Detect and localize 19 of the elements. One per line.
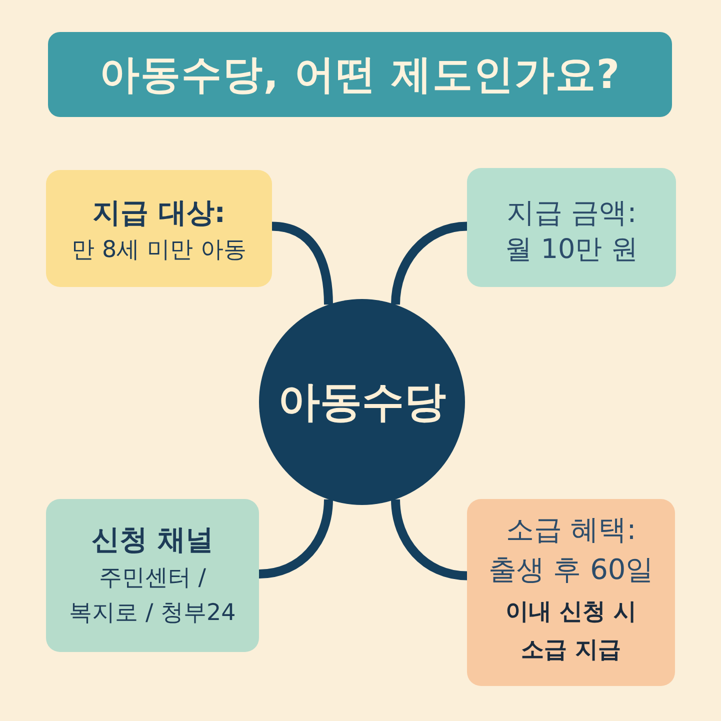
connector-line (258, 499, 333, 578)
info-text: 이내 신청 시 소급 지급 (504, 598, 638, 665)
info-text: 월 10만 원 (505, 234, 638, 266)
connector-line (391, 499, 468, 580)
info-text: 만 8세 미만 아동 (72, 236, 246, 264)
info-text: 주민센터 / 복지로 / 청부24 (68, 564, 237, 628)
info-heading: 지급 대상: (92, 196, 226, 230)
info-box (46, 170, 272, 287)
info-text: 출생 후 60일 (488, 553, 654, 587)
info-heading: 신청 채널 (92, 523, 214, 557)
connector-line (391, 222, 468, 305)
info-box (467, 168, 676, 287)
info-heading: 소급 혜택: (506, 513, 636, 547)
topic-label: 아동수당 (278, 377, 446, 427)
connector-line (272, 222, 333, 305)
title-banner: 아동수당, 어떤 제도인가요? (48, 32, 672, 117)
info-box (467, 499, 675, 686)
info-box (46, 499, 259, 652)
info-heading: 지급 금액: (506, 196, 637, 230)
